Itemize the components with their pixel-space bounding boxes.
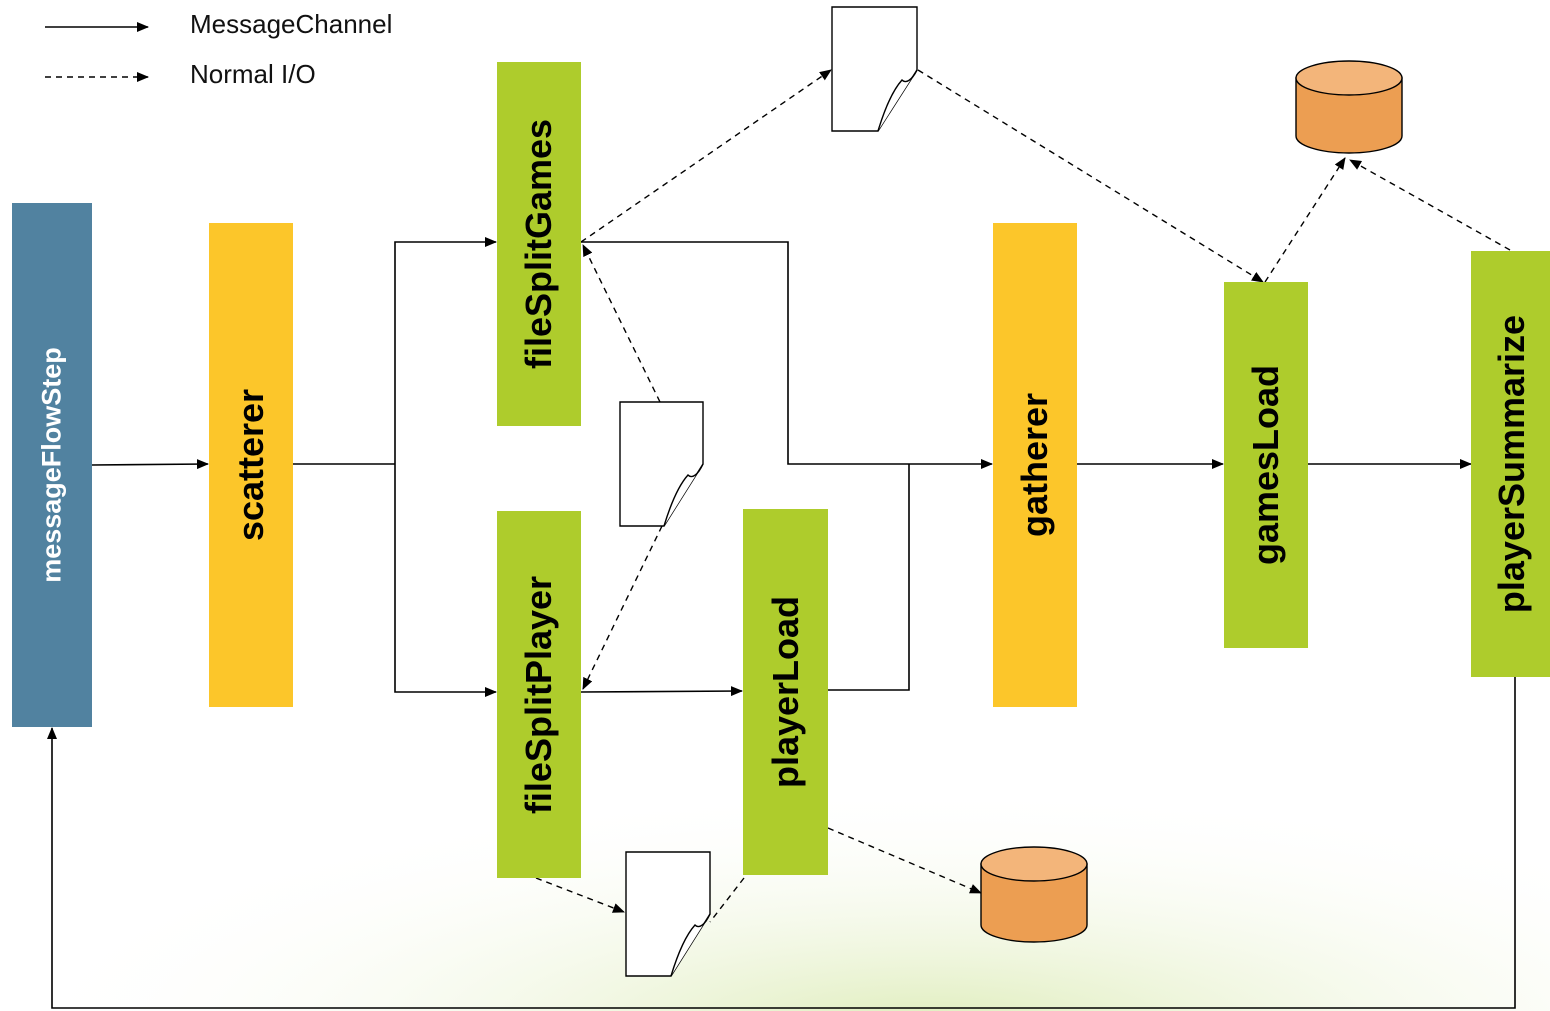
step-scatterer: scatterer [209, 223, 293, 707]
io-playersummarize-db-top [1349, 159, 1511, 251]
io-filesplitplayer-file-bottom [535, 877, 625, 913]
edge-scatterer-filesplitgames [394, 237, 497, 464]
io-filesplitgames-file-top [580, 69, 832, 243]
io-file-mid-filesplitplayer [582, 525, 663, 690]
edge-flowstep-scatterer [91, 459, 209, 470]
database-icon-top [1295, 60, 1403, 154]
io-playerload-file-bottom [709, 877, 745, 923]
document-icon-bottom [625, 851, 711, 977]
step-file-split-player: fileSplitPlayer [497, 511, 581, 878]
step-label: playerSummarize [1491, 314, 1532, 614]
step-player-summarize: playerSummarize [1471, 251, 1550, 677]
step-label: scatterer [230, 388, 271, 542]
step-label: gamesLoad [1245, 364, 1286, 566]
step-message-flow-step: messageFlowStep [12, 203, 92, 727]
edge-filesplitplayer-playerload [580, 686, 743, 697]
io-file-mid-filesplitgames [582, 244, 661, 403]
step-label: fileSplitPlayer [518, 575, 559, 814]
edge-filesplitgames-gatherer [581, 241, 993, 469]
step-player-load: playerLoad [743, 509, 828, 875]
edge-playerload-gatherer [828, 464, 910, 691]
legend-dashed-label: Normal I/O [190, 59, 316, 89]
document-icon-middle [619, 401, 704, 527]
step-label: fileSplitGames [518, 118, 559, 370]
edge-loop-back [47, 677, 1516, 1009]
step-label: playerLoad [764, 595, 806, 789]
database-icon-bottom [980, 846, 1088, 943]
step-gatherer: gatherer [993, 223, 1077, 707]
step-games-load: gamesLoad [1224, 282, 1308, 648]
io-playerload-db-bottom [827, 827, 982, 894]
legend-solid-label: MessageChannel [190, 9, 393, 39]
step-label: gatherer [1014, 392, 1055, 538]
step-file-split-games: fileSplitGames [497, 62, 581, 426]
step-label: messageFlowStep [36, 347, 67, 583]
io-file-top-gamesload [917, 69, 1264, 283]
io-gamesload-db-top [1264, 157, 1346, 283]
edge-scatterer-filesplitplayer [394, 464, 497, 697]
document-icon-top [831, 6, 918, 132]
